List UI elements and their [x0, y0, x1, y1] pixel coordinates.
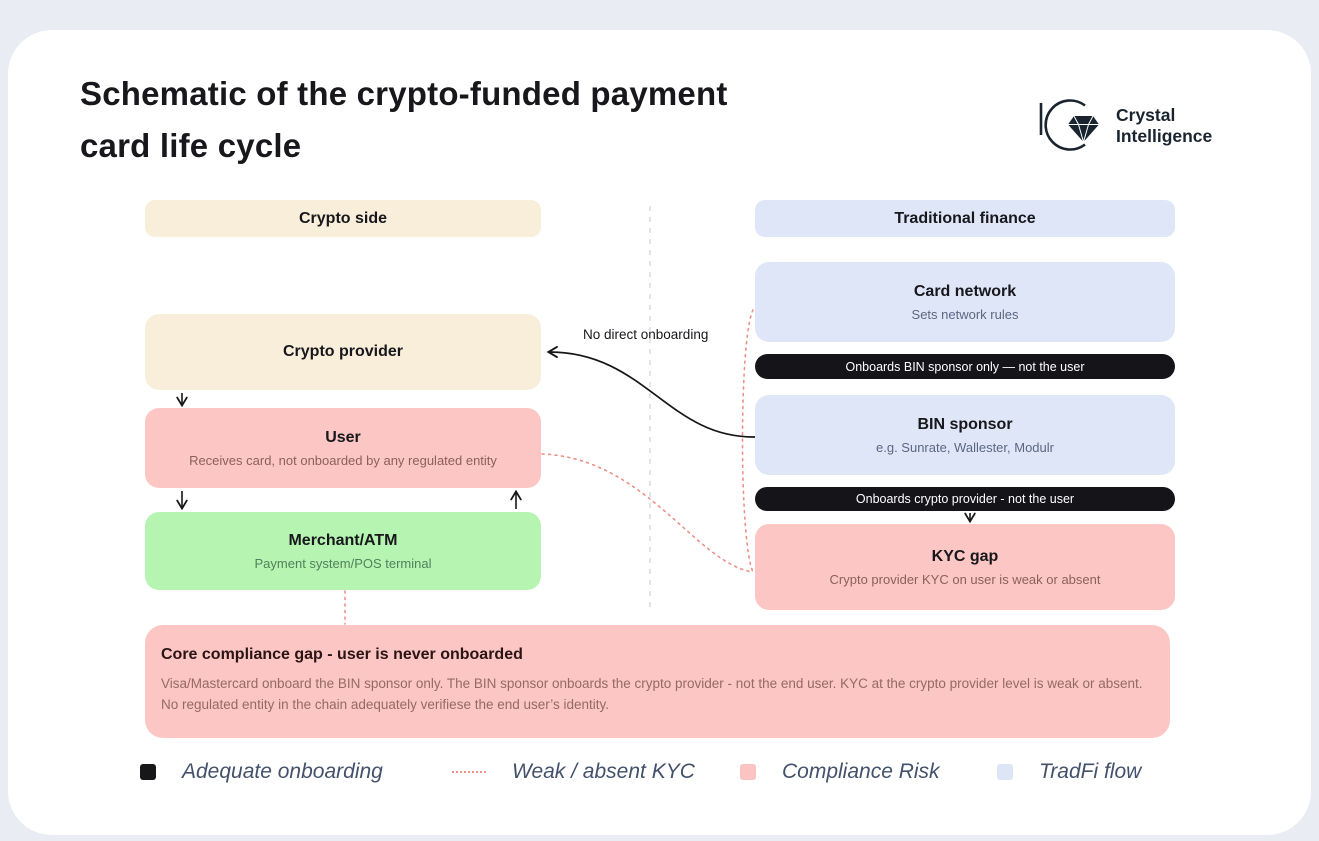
core-compliance-gap-body: Visa/Mastercard onboard the BIN sponsor …	[161, 676, 1143, 712]
card-network-title: Card network	[913, 282, 1017, 300]
traditional-finance-label: Traditional finance	[894, 209, 1036, 227]
legend-item-tradfi-flow: TradFi flow	[997, 758, 1141, 786]
column-header-traditional-finance: Traditional finance	[755, 200, 1175, 237]
brand-name-line2: Intelligence	[1116, 126, 1213, 146]
core-compliance-gap-panel: Core compliance gap - user is never onbo…	[145, 625, 1170, 738]
user-node: User Receives card, not onboarded by any…	[145, 408, 541, 488]
card-network-subtitle: Sets network rules	[911, 306, 1019, 322]
user-subtitle: Receives card, not onboarded by any regu…	[189, 452, 497, 468]
pink-square-swatch-icon	[740, 764, 756, 780]
kyc-gap-title: KYC gap	[931, 547, 999, 565]
legend-item-adequate-onboarding: Adequate onboarding	[140, 758, 383, 786]
core-compliance-gap-title: Core compliance gap - user is never onbo…	[161, 646, 523, 663]
onboards-crypto-provider-label: Onboards crypto provider - not the user	[855, 492, 1075, 506]
crypto-provider-title: Crypto provider	[282, 343, 403, 360]
crystal-diamond-icon	[1039, 99, 1099, 151]
dotted-line-swatch-icon	[452, 771, 486, 773]
card-network-node: Card network Sets network rules	[755, 262, 1175, 342]
legend-label-compliance-risk: Compliance Risk	[782, 760, 940, 783]
merchant-atm-node: Merchant/ATM Payment system/POS terminal	[145, 512, 541, 590]
legend-label-tradfi-flow: TradFi flow	[1039, 760, 1142, 783]
page-title-line2: card life cycle	[80, 127, 302, 164]
user-title: User	[325, 428, 361, 446]
kyc-gap-node: KYC gap Crypto provider KYC on user is w…	[755, 524, 1175, 610]
page-title: Schematic of the crypto-funded payment c…	[80, 68, 728, 172]
page-title-line1: Schematic of the crypto-funded payment	[80, 75, 728, 112]
legend-item-compliance-risk: Compliance Risk	[740, 758, 940, 786]
merchant-atm-subtitle: Payment system/POS terminal	[254, 555, 432, 571]
onboards-bin-sponsor-pill: Onboards BIN sponsor only — not the user	[755, 354, 1175, 379]
bin-sponsor-title: BIN sponsor	[917, 415, 1013, 433]
kyc-gap-subtitle: Crypto provider KYC on user is weak or a…	[829, 571, 1101, 587]
column-header-crypto-side: Crypto side	[145, 200, 541, 237]
no-direct-onboarding-label: No direct onboarding	[583, 327, 709, 342]
bin-sponsor-node: BIN sponsor e.g. Sunrate, Wallester, Mod…	[755, 395, 1175, 475]
brand-logo: Crystal Intelligence	[1038, 96, 1212, 156]
crypto-side-label: Crypto side	[298, 209, 387, 227]
brand-name: Crystal Intelligence	[1116, 105, 1212, 147]
merchant-atm-title: Merchant/ATM	[288, 531, 398, 549]
onboards-bin-sponsor-label: Onboards BIN sponsor only — not the user	[845, 359, 1085, 374]
legend-label-adequate-onboarding: Adequate onboarding	[182, 760, 383, 783]
bin-sponsor-subtitle: e.g. Sunrate, Wallester, Modulr	[876, 439, 1054, 455]
legend-label-weak-absent-kyc: Weak / absent KYC	[512, 760, 695, 783]
legend-item-weak-absent-kyc: Weak / absent KYC	[452, 758, 695, 786]
lavender-square-swatch-icon	[997, 764, 1013, 780]
onboards-crypto-provider-pill: Onboards crypto provider - not the user	[755, 487, 1175, 511]
brand-name-line1: Crystal	[1116, 105, 1176, 125]
black-square-swatch-icon	[140, 764, 156, 780]
crypto-provider-node: Crypto provider	[145, 314, 541, 390]
